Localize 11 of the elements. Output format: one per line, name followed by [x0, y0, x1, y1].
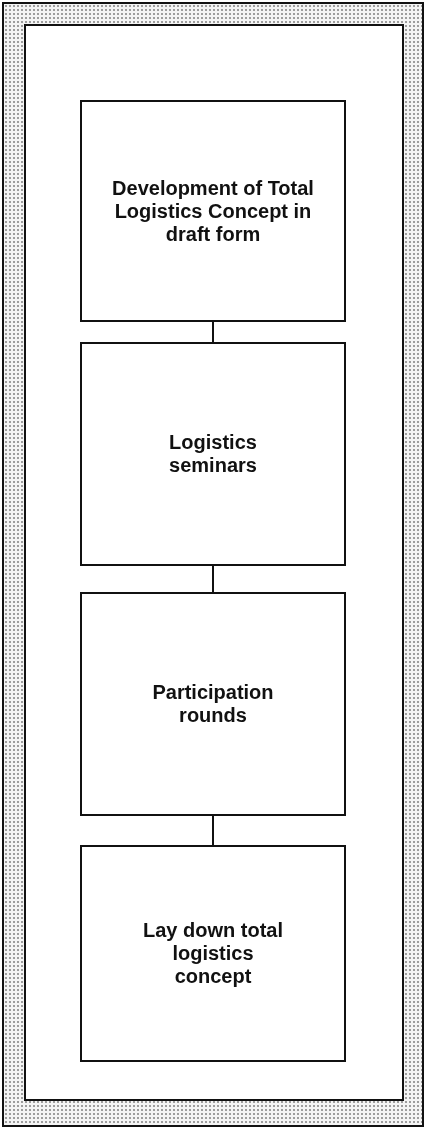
step-label: Lay down total logistics concept — [142, 919, 284, 988]
process-box — [80, 100, 346, 322]
step-label: Participation rounds — [151, 681, 275, 727]
connector-line — [212, 565, 214, 593]
process-box — [80, 592, 346, 816]
step-label: Development of Total Logistics Concept in draft form — [111, 176, 315, 246]
process-box — [80, 845, 346, 1062]
process-box — [80, 342, 346, 566]
connector-line — [212, 815, 214, 846]
step-label: Logistics seminars — [168, 431, 258, 477]
connector-line — [212, 321, 214, 343]
